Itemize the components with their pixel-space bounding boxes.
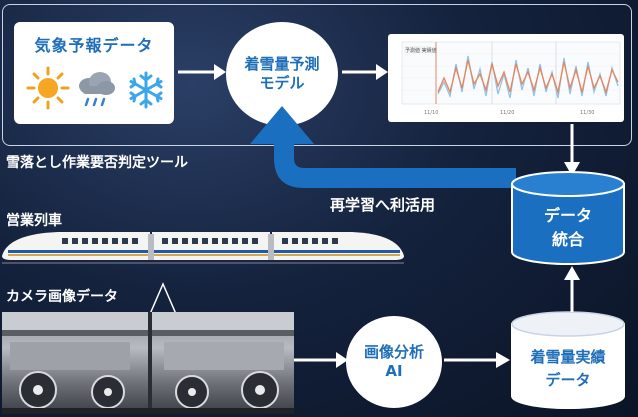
ai-line2: AI: [385, 362, 403, 380]
chart-legend-text: 予測値 実績値: [405, 47, 437, 54]
weather-forecast-title: 気象予報データ: [34, 36, 154, 55]
actual-snow-data-label: 着雪量実績 データ: [510, 346, 626, 391]
undercarriage-image: [2, 312, 294, 414]
data-integration-cylinder: [511, 171, 625, 265]
chart-tick-mid: 11/20: [500, 110, 514, 116]
arrow-model-to-chart: [342, 64, 388, 80]
camera-label: カメラ画像データ: [6, 289, 118, 305]
chart-tick-right: 11/30: [580, 110, 594, 116]
model-line1: 着雪量予測: [244, 55, 320, 74]
rain-cloud-icon: [79, 72, 115, 107]
model-line2: モデル: [259, 74, 305, 92]
train-label: 営業列車: [6, 213, 62, 229]
feedback-label: 再学習へ利活用: [330, 196, 436, 214]
arrow-chart-to-integrate: [564, 124, 580, 176]
arrow-weather-to-model: [178, 64, 226, 80]
integrate-line2: 統合: [551, 230, 584, 249]
camera-pointer: [149, 282, 177, 314]
chart-tick-left: 11/10: [424, 110, 438, 116]
actual-line2: データ: [545, 370, 591, 389]
sun-icon: [26, 66, 70, 110]
integrate-line1: データ: [543, 206, 592, 225]
arrow-camera-to-ai: [294, 352, 348, 368]
ai-line1: 画像分析: [363, 343, 424, 362]
arrow-actual-to-integrate: [564, 266, 580, 312]
actual-snow-data-cylinder: [511, 311, 625, 409]
tool-label: 雪落とし作業要否判定ツール: [6, 155, 188, 171]
tool-frame: [2, 4, 632, 146]
prediction-chart: 予測値 実績値 11/10 11/20 11/30: [401, 41, 621, 116]
prediction-chart-card: 予測値 実績値 11/10 11/20 11/30: [388, 34, 624, 122]
snowflake-icon: [129, 71, 163, 109]
camera-image-strip: [2, 312, 294, 414]
actual-line1: 着雪量実績: [530, 348, 606, 366]
weather-forecast-card: 気象予報データ: [14, 22, 174, 124]
train-icon: [2, 232, 404, 264]
image-analysis-ai-circle: 画像分析 AI: [346, 316, 442, 408]
feedback-arrow: [250, 106, 516, 188]
arrow-ai-to-actual: [444, 352, 510, 368]
data-integration-label: データ 統合: [510, 204, 626, 252]
